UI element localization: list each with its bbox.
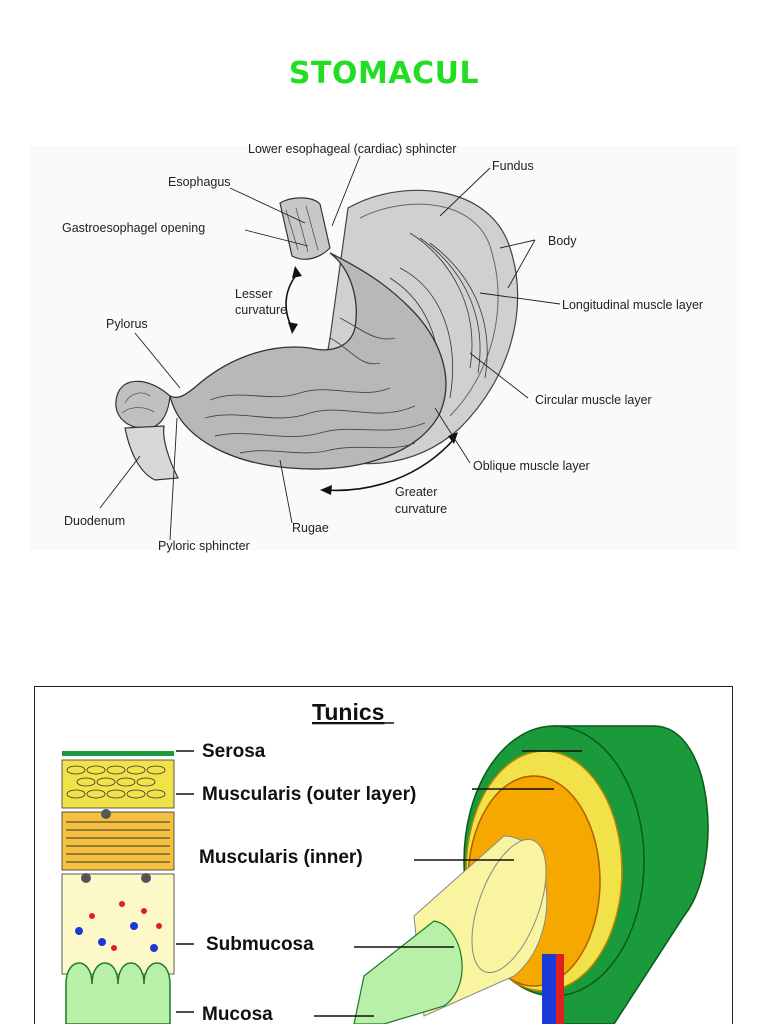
label-oblique-muscle: Oblique muscle layer	[473, 459, 590, 473]
page-title: STOMACUL	[288, 56, 480, 91]
label-serosa: Serosa	[202, 741, 266, 762]
label-body: Body	[548, 234, 577, 248]
label-lower-esophageal-sphincter: Lower esophageal (cardiac) sphincter	[248, 142, 456, 156]
tunics-diagram: Tunics	[34, 686, 734, 1024]
label-submucosa: Submucosa	[206, 934, 314, 955]
label-lesser-curvature-2: curvature	[235, 303, 287, 317]
label-muscularis-outer: Muscularis (outer layer)	[202, 784, 416, 805]
label-longitudinal-muscle: Longitudinal muscle layer	[562, 298, 703, 312]
tunics-illustration: Tunics	[34, 686, 733, 1024]
label-circular-muscle: Circular muscle layer	[535, 393, 652, 407]
blood-vessel-dots	[75, 809, 162, 952]
tunics-title: Tunics	[312, 699, 384, 725]
label-rugae: Rugae	[292, 521, 329, 535]
label-lesser-curvature-1: Lesser	[235, 287, 273, 301]
serosa-layer	[62, 751, 174, 756]
label-mucosa: Mucosa	[202, 1004, 273, 1024]
label-gastroesophageal-opening: Gastroesophagel opening	[62, 221, 205, 235]
muscularis-inner-layer	[61, 811, 175, 871]
stomach-illustration: Lower esophageal (cardiac) sphincter Fun…	[30, 142, 740, 553]
label-fundus: Fundus	[492, 159, 534, 173]
label-pylorus: Pylorus	[106, 317, 148, 331]
label-duodenum: Duodenum	[64, 514, 125, 528]
tube-illustration	[353, 725, 709, 1024]
label-muscularis-inner: Muscularis (inner)	[199, 847, 363, 868]
stomach-diagram: Lower esophageal (cardiac) sphincter Fun…	[30, 138, 740, 558]
label-greater-curvature-2: curvature	[395, 502, 447, 516]
rugae-folds	[204, 317, 426, 454]
label-greater-curvature-1: Greater	[395, 485, 437, 499]
submucosa-layer	[61, 873, 175, 975]
mucosa-villi	[65, 962, 171, 1024]
label-esophagus: Esophagus	[168, 175, 231, 189]
label-pyloric-sphincter: Pyloric sphincter	[158, 539, 250, 553]
